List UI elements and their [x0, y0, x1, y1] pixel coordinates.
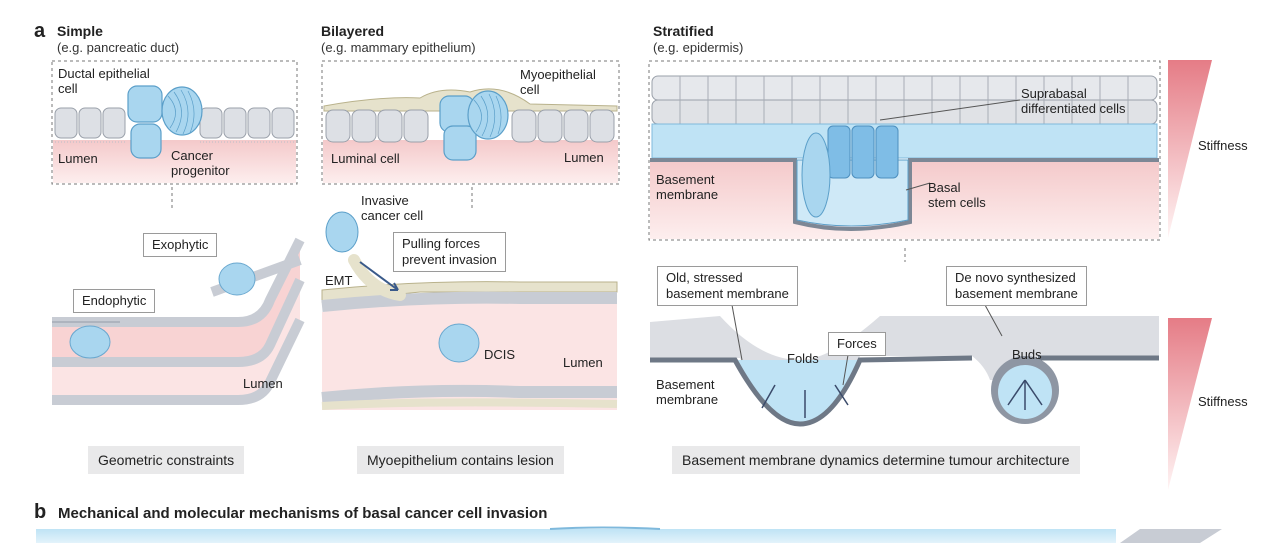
column-title-simple: Simple: [57, 23, 103, 39]
label-buds: Buds: [1012, 347, 1042, 362]
simple-duct: [52, 237, 305, 405]
panel-a-letter: a: [34, 20, 46, 42]
label-emt: EMT: [325, 273, 353, 288]
column-subtitle-stratified: (e.g. epidermis): [653, 40, 744, 55]
column-subtitle-bilayered: (e.g. mammary epithelium): [321, 40, 476, 55]
column-subtitle-simple: (e.g. pancreatic duct): [57, 40, 180, 55]
label-luminal-cell: Luminal cell: [331, 151, 400, 166]
panel-b-preview: [36, 526, 1222, 543]
bm-dynamics-diagram: [650, 304, 1159, 427]
stiffness-wedge-top: [1168, 60, 1212, 238]
label-lumen-bilayered-bottom: Lumen: [563, 355, 603, 370]
callout-exophytic: Exophytic: [143, 233, 218, 257]
panel-b-letter: b: [34, 501, 47, 523]
bilayered-duct: [321, 211, 618, 410]
ductal-cell-row: [54, 107, 295, 139]
panel-b-title: Mechanical and molecular mechanisms of b…: [58, 505, 548, 522]
label-dcis: DCIS: [484, 347, 516, 362]
label-stiffness-bottom: Stiffness: [1198, 394, 1248, 409]
caption-geometric-constraints: Geometric constraints: [88, 446, 245, 474]
label-stiffness-top: Stiffness: [1198, 138, 1248, 153]
column-title-stratified: Stratified: [653, 23, 714, 39]
cancer-progenitor-cells: [127, 85, 203, 159]
simple-inset: [51, 60, 298, 210]
stratified-inset: [648, 60, 1161, 262]
label-lumen-simple-bottom: Lumen: [243, 376, 283, 391]
bilayered-inset: [321, 60, 620, 210]
label-folds: Folds: [787, 351, 819, 366]
callout-forces: Forces: [828, 332, 886, 356]
caption-bm-dynamics: Basement membrane dynamics determine tum…: [672, 446, 1080, 474]
label-lumen-simple-top: Lumen: [58, 151, 98, 166]
column-title-bilayered: Bilayered: [321, 23, 385, 39]
callout-endophytic: Endophytic: [73, 289, 156, 313]
caption-myoepithelium: Myoepithelium contains lesion: [357, 446, 564, 474]
stiffness-wedge-bottom: [1168, 318, 1212, 490]
label-lumen-bilayered-top: Lumen: [564, 150, 604, 165]
